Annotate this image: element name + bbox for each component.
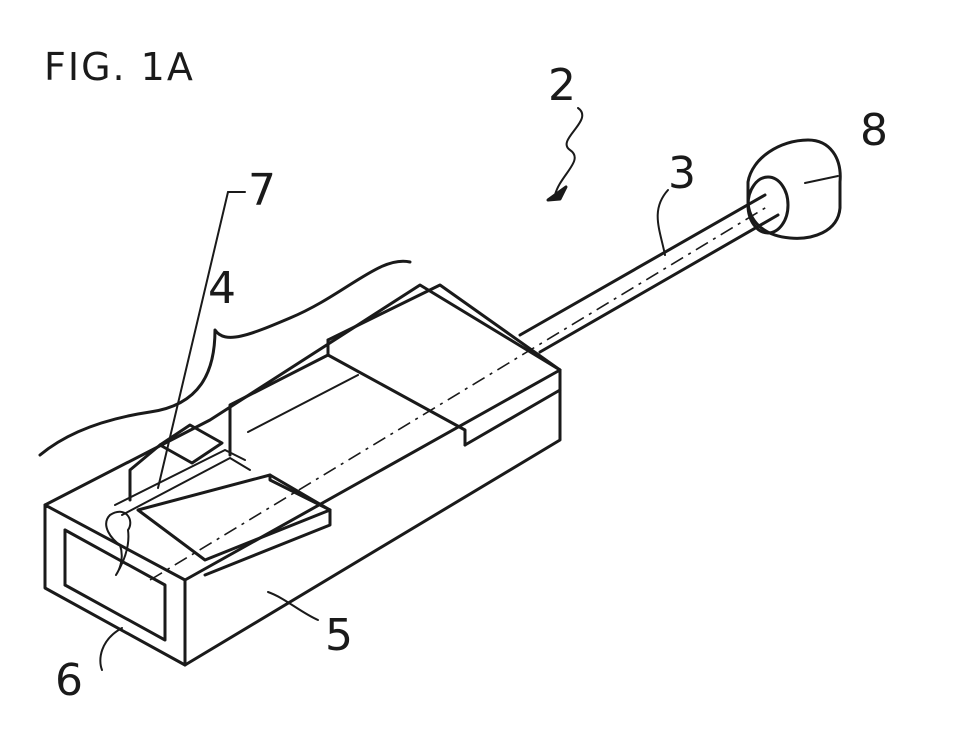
leader-6 — [100, 628, 122, 670]
ref-6: 6 — [55, 655, 83, 706]
end-cap-leader — [805, 176, 838, 183]
back-platform-front — [328, 340, 465, 445]
cavity-opening — [65, 530, 165, 640]
block-side-face — [185, 370, 560, 665]
figure-title: FIG. 1A — [44, 45, 195, 89]
ref-2: 2 — [548, 60, 576, 111]
ref-7: 7 — [248, 165, 276, 216]
end-cap-face — [748, 177, 788, 233]
ref-8: 8 — [860, 105, 888, 156]
leader-3 — [658, 190, 668, 255]
block-top-outline — [45, 285, 560, 505]
carrier-block — [45, 285, 560, 665]
leader-5 — [268, 592, 318, 620]
groove-back-edge — [230, 355, 328, 455]
fiber-axis — [150, 205, 770, 580]
leader-7 — [158, 192, 228, 488]
fiber-upper-edge — [520, 195, 765, 335]
leader-2 — [555, 108, 582, 195]
ref-5: 5 — [325, 610, 353, 661]
front-right-block-side — [205, 510, 330, 575]
ref-4: 4 — [208, 263, 236, 314]
fiber-lower-edge — [540, 215, 778, 352]
fiber — [150, 195, 778, 580]
ref-3: 3 — [668, 148, 696, 199]
back-platform-top — [328, 285, 560, 370]
